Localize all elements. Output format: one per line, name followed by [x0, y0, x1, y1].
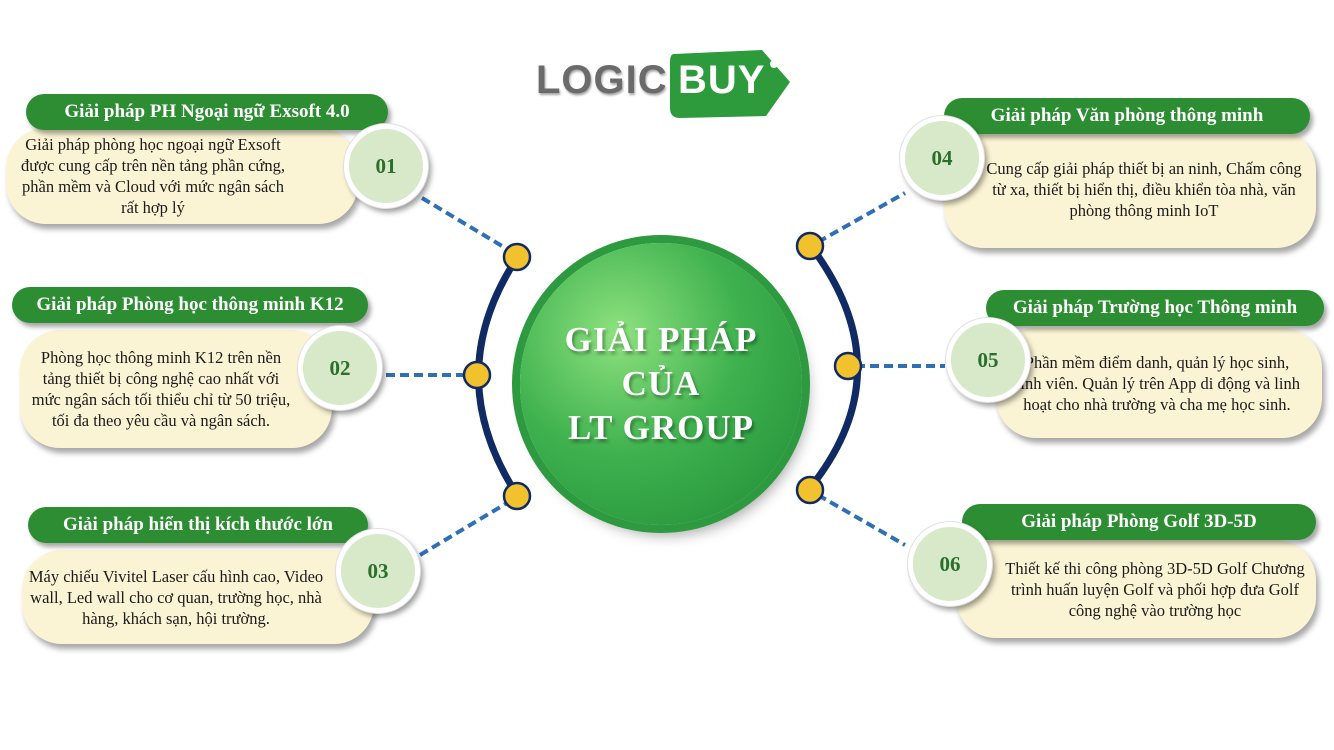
dot-06: [795, 475, 825, 505]
item-03-number-badge: 03: [336, 529, 420, 613]
item-02-number-badge: 02: [298, 326, 382, 410]
connector-04: [817, 191, 906, 244]
item-01-description: Giải pháp phòng học ngoại ngữ Exsoft đượ…: [21, 135, 285, 217]
item-04-description-box: Cung cấp giải pháp thiết bị an ninh, Chấ…: [944, 130, 1316, 248]
item-06-description-box: Thiết kế thi công phòng 3D-5D Golf Chươn…: [956, 540, 1316, 638]
dot-01: [502, 242, 532, 272]
item-01-title: Giải pháp PH Ngoại ngữ Exsoft 4.0: [26, 94, 388, 130]
item-02-title: Giải pháp Phòng học thông minh K12: [12, 287, 368, 323]
item-02-description: Phòng học thông minh K12 trên nền tảng t…: [31, 348, 291, 430]
dot-05: [833, 351, 863, 381]
connector-06: [817, 493, 906, 547]
item-03-title: Giải pháp hiển thị kích thước lớn: [28, 507, 368, 543]
item-06-title: Giải pháp Phòng Golf 3D-5D: [962, 504, 1316, 540]
logo-text-logic: LOGIC: [536, 58, 668, 102]
item-05-title: Giải pháp Trường học Thông minh: [986, 290, 1324, 326]
item-04-title: Giải pháp Văn phòng thông minh: [944, 98, 1310, 134]
price-tag-icon: [670, 50, 790, 118]
dot-04: [795, 231, 825, 261]
connector-01: [420, 196, 514, 254]
item-05-description-box: Phần mềm điểm danh, quản lý học sinh, si…: [996, 328, 1322, 438]
dot-02: [462, 360, 492, 390]
item-02-description-box: Phòng học thông minh K12 trên nền tảng t…: [20, 330, 332, 448]
item-03-description: Máy chiếu Vivitel Laser cấu hình cao, Vi…: [28, 566, 324, 628]
item-01-description-box: Giải pháp phòng học ngoại ngữ Exsoft đượ…: [6, 128, 358, 224]
item-04-number-badge: 04: [900, 116, 984, 200]
connector-03: [418, 498, 514, 557]
center-circle: GIẢI PHÁP CỦA LT GROUP: [520, 243, 802, 525]
item-05-number-badge: 05: [946, 318, 1030, 402]
item-05-description: Phần mềm điểm danh, quản lý học sinh, si…: [1014, 352, 1300, 414]
item-01-number-badge: 01: [344, 124, 428, 208]
item-06-description: Thiết kế thi công phòng 3D-5D Golf Chươn…: [1005, 558, 1305, 620]
item-04-description: Cung cấp giải pháp thiết bị an ninh, Chấ…: [986, 158, 1302, 220]
item-03-description-box: Máy chiếu Vivitel Laser cấu hình cao, Vi…: [22, 550, 374, 644]
dot-03: [502, 481, 532, 511]
logicbuy-logo: LOGIC BUY: [530, 40, 800, 130]
logo-text-buy: BUY: [678, 58, 766, 102]
item-06-number-badge: 06: [908, 522, 992, 606]
center-title: GIẢI PHÁP CỦA LT GROUP: [564, 320, 758, 447]
